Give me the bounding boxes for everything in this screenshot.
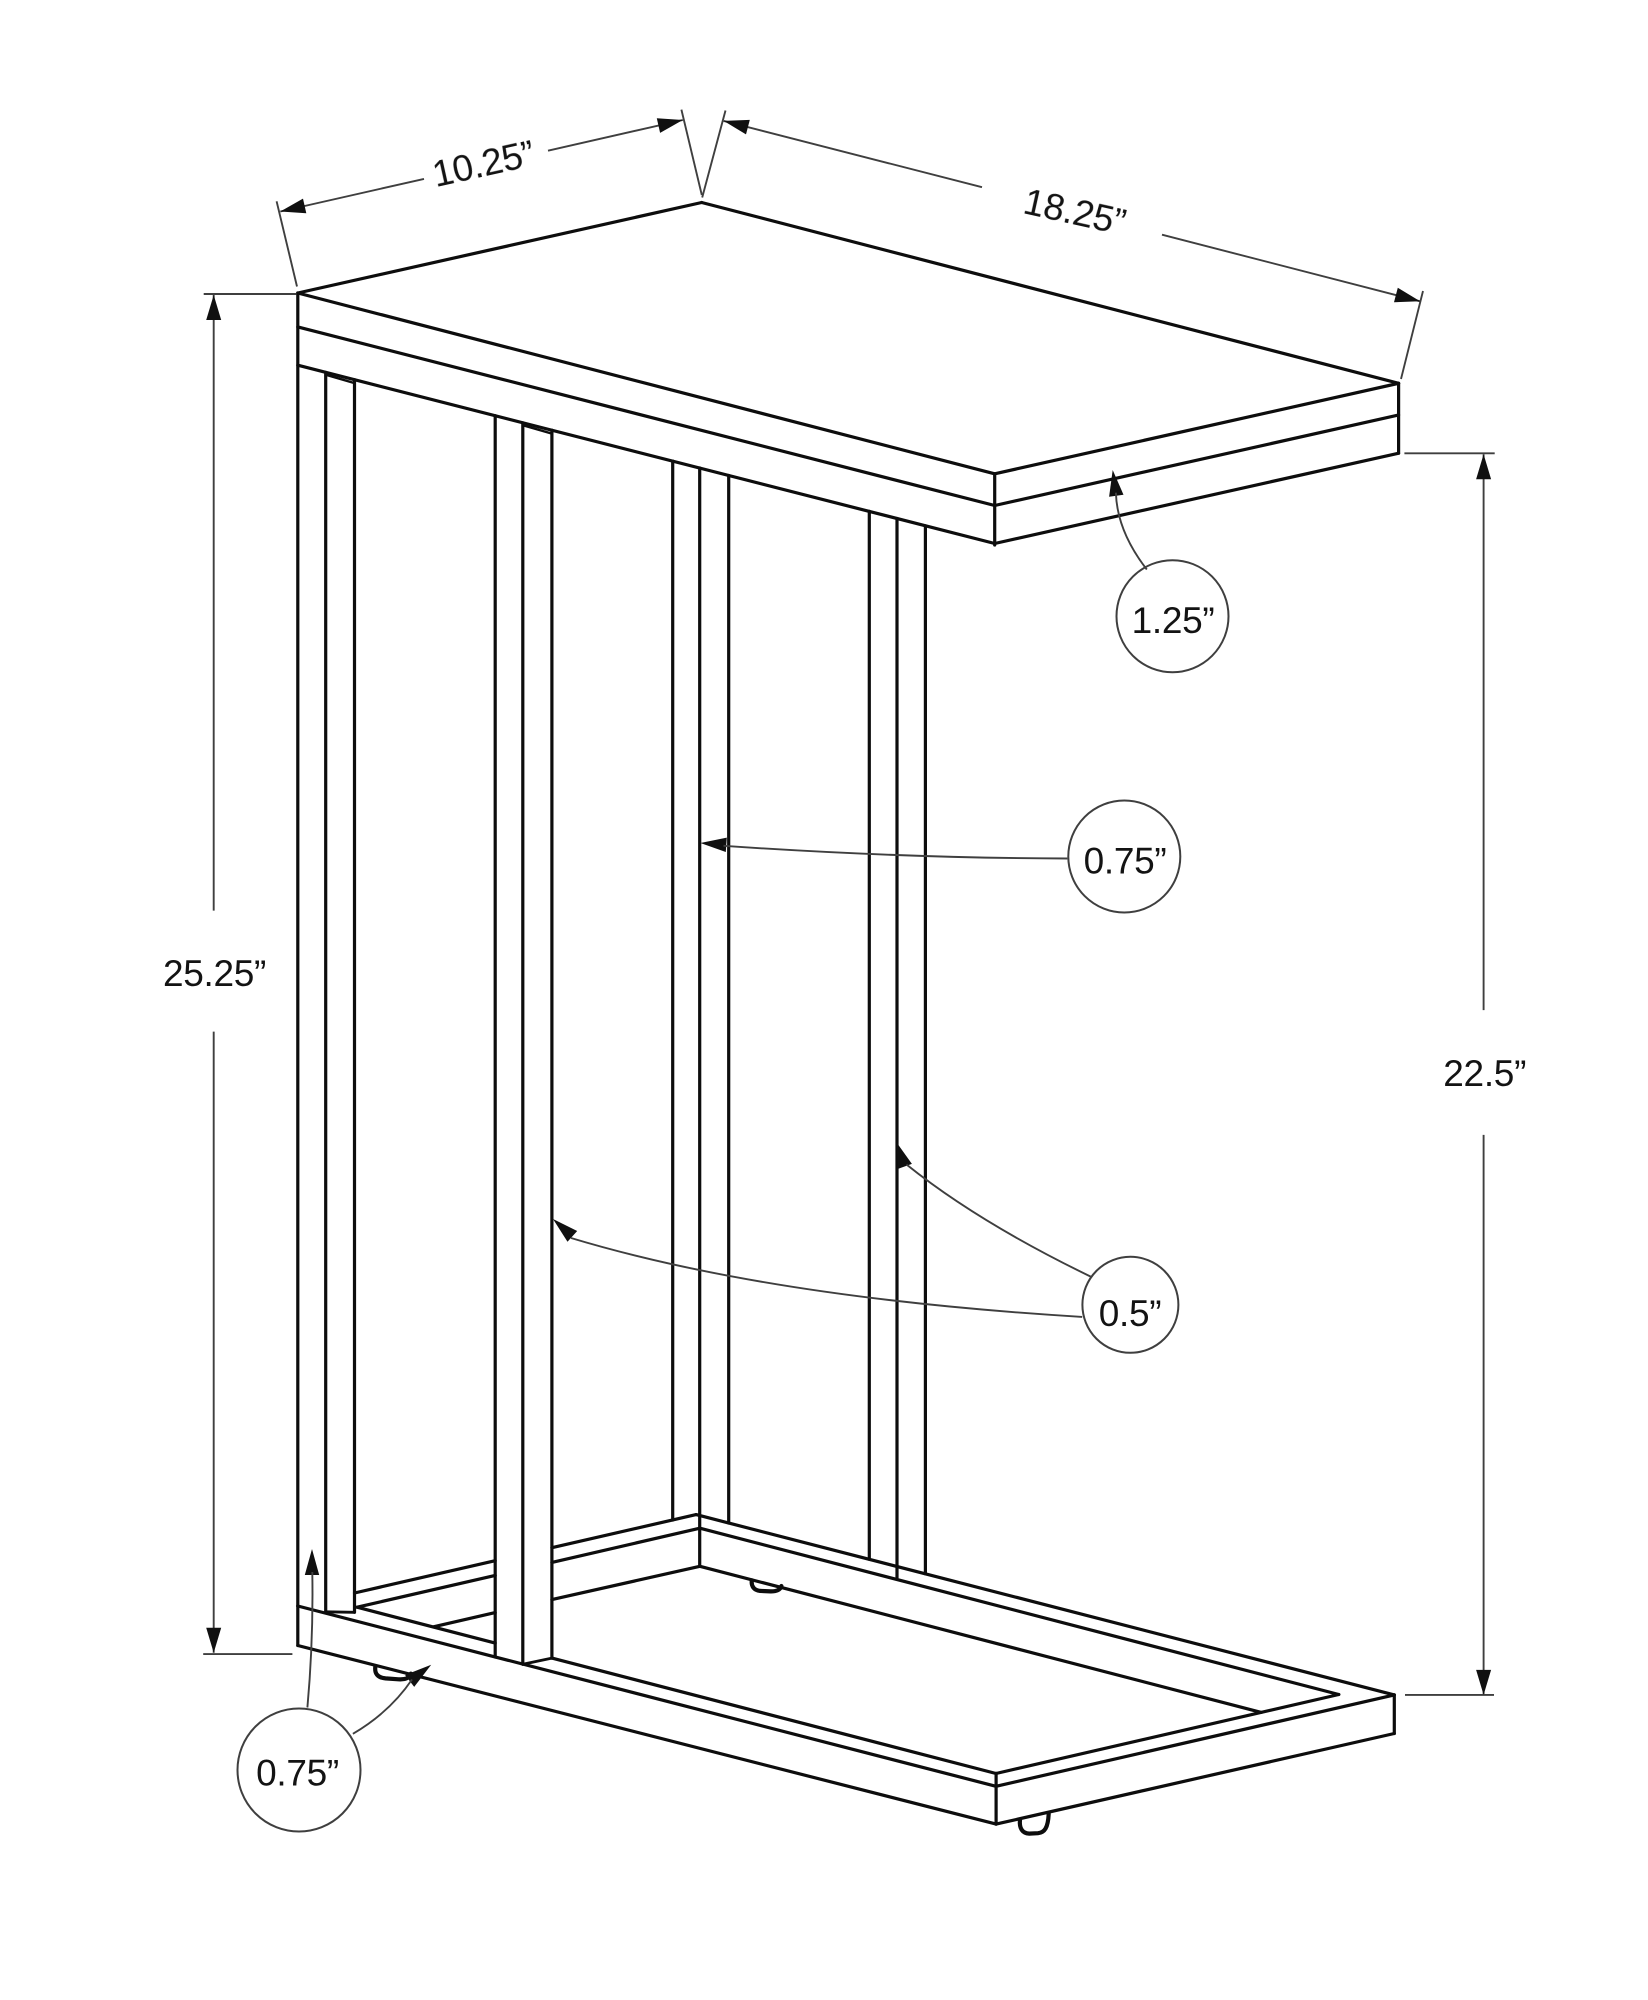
svg-text:25.25”: 25.25” (163, 953, 266, 994)
svg-text:1.25”: 1.25” (1132, 600, 1215, 641)
svg-text:0.5”: 0.5” (1099, 1293, 1162, 1334)
svg-text:0.75”: 0.75” (1084, 841, 1167, 882)
svg-text:22.5”: 22.5” (1443, 1053, 1526, 1094)
svg-text:0.75”: 0.75” (256, 1753, 339, 1794)
